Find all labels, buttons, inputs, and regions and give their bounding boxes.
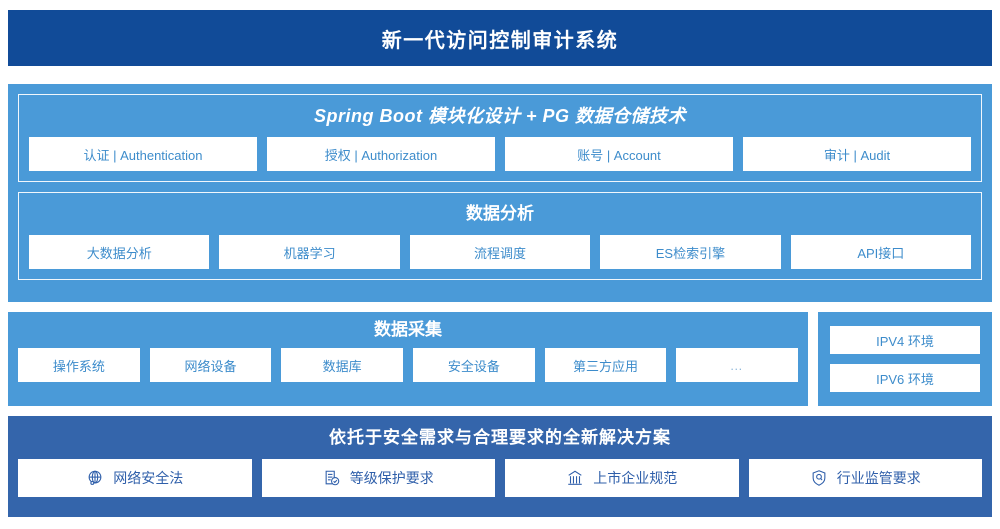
card-big-data-analysis[interactable]: 大数据分析: [29, 235, 210, 269]
bank-building-icon: [566, 469, 584, 487]
card-audit[interactable]: 审计 | Audit: [743, 137, 971, 171]
shield-search-icon: [810, 469, 828, 487]
ip-environment-panel: IPV4 环境 IPV6 环境: [818, 312, 992, 406]
data-collection-panel: 数据采集 操作系统 网络设备 数据库 安全设备 第三方应用 …: [8, 312, 808, 406]
solution-title: 依托于安全需求与合理要求的全新解决方案: [329, 428, 671, 447]
card-label: 上市企业规范: [593, 470, 678, 486]
card-third-party-app[interactable]: 第三方应用: [544, 348, 667, 382]
card-network-device[interactable]: 网络设备: [149, 348, 272, 382]
spring-boot-group: Spring Boot 模块化设计 + PG 数据仓储技术 认证 | Authe…: [18, 94, 982, 182]
card-industry-regulation[interactable]: 行业监管要求: [748, 459, 982, 497]
card-cybersecurity-law[interactable]: 网络安全法: [18, 459, 252, 497]
card-es-search-engine[interactable]: ES检索引擎: [600, 235, 781, 269]
header-banner: 新一代访问控制审计系统: [8, 10, 992, 66]
solution-panel: 依托于安全需求与合理要求的全新解决方案 网络安全法: [8, 416, 992, 517]
globe-network-icon: [86, 469, 104, 487]
card-label: 行业监管要求: [836, 470, 921, 486]
data-collection-row: 数据采集 操作系统 网络设备 数据库 安全设备 第三方应用 … IPV4 环境 …: [8, 312, 992, 406]
data-analysis-group: 数据分析 大数据分析 机器学习 流程调度 ES检索引擎 API接口: [18, 192, 982, 280]
card-security-device[interactable]: 安全设备: [413, 348, 535, 382]
card-process-scheduling[interactable]: 流程调度: [409, 235, 591, 269]
card-ipv6-environment[interactable]: IPV6 环境: [830, 364, 980, 392]
card-account[interactable]: 账号 | Account: [505, 137, 733, 171]
solution-card-row: 网络安全法 等级保护要求: [18, 459, 982, 497]
card-label: 网络安全法: [113, 470, 184, 486]
document-check-icon: [323, 469, 341, 487]
spring-boot-card-row: 认证 | Authentication 授权 | Authorization 账…: [29, 137, 971, 171]
spring-boot-group-title: Spring Boot 模块化设计 + PG 数据仓储技术: [313, 106, 686, 126]
card-listed-company-standard[interactable]: 上市企业规范: [505, 459, 739, 497]
card-machine-learning[interactable]: 机器学习: [219, 235, 400, 269]
card-ipv4-environment[interactable]: IPV4 环境: [830, 326, 980, 354]
card-operating-system[interactable]: 操作系统: [18, 348, 140, 382]
data-collection-card-row: 操作系统 网络设备 数据库 安全设备 第三方应用 …: [18, 348, 799, 382]
card-database[interactable]: 数据库: [281, 348, 404, 382]
platform-layer-panel: Spring Boot 模块化设计 + PG 数据仓储技术 认证 | Authe…: [8, 84, 992, 302]
card-api-interface[interactable]: API接口: [790, 235, 972, 269]
data-analysis-group-title: 数据分析: [466, 204, 534, 223]
card-classified-protection[interactable]: 等级保护要求: [261, 459, 495, 497]
card-label: 等级保护要求: [349, 470, 434, 486]
data-collection-title: 数据采集: [374, 320, 442, 339]
page-title: 新一代访问控制审计系统: [381, 29, 619, 52]
data-analysis-card-row: 大数据分析 机器学习 流程调度 ES检索引擎 API接口: [29, 235, 972, 269]
card-more-ellipsis[interactable]: …: [676, 348, 799, 382]
card-authentication[interactable]: 认证 | Authentication: [29, 137, 257, 171]
card-authorization[interactable]: 授权 | Authorization: [267, 137, 495, 171]
